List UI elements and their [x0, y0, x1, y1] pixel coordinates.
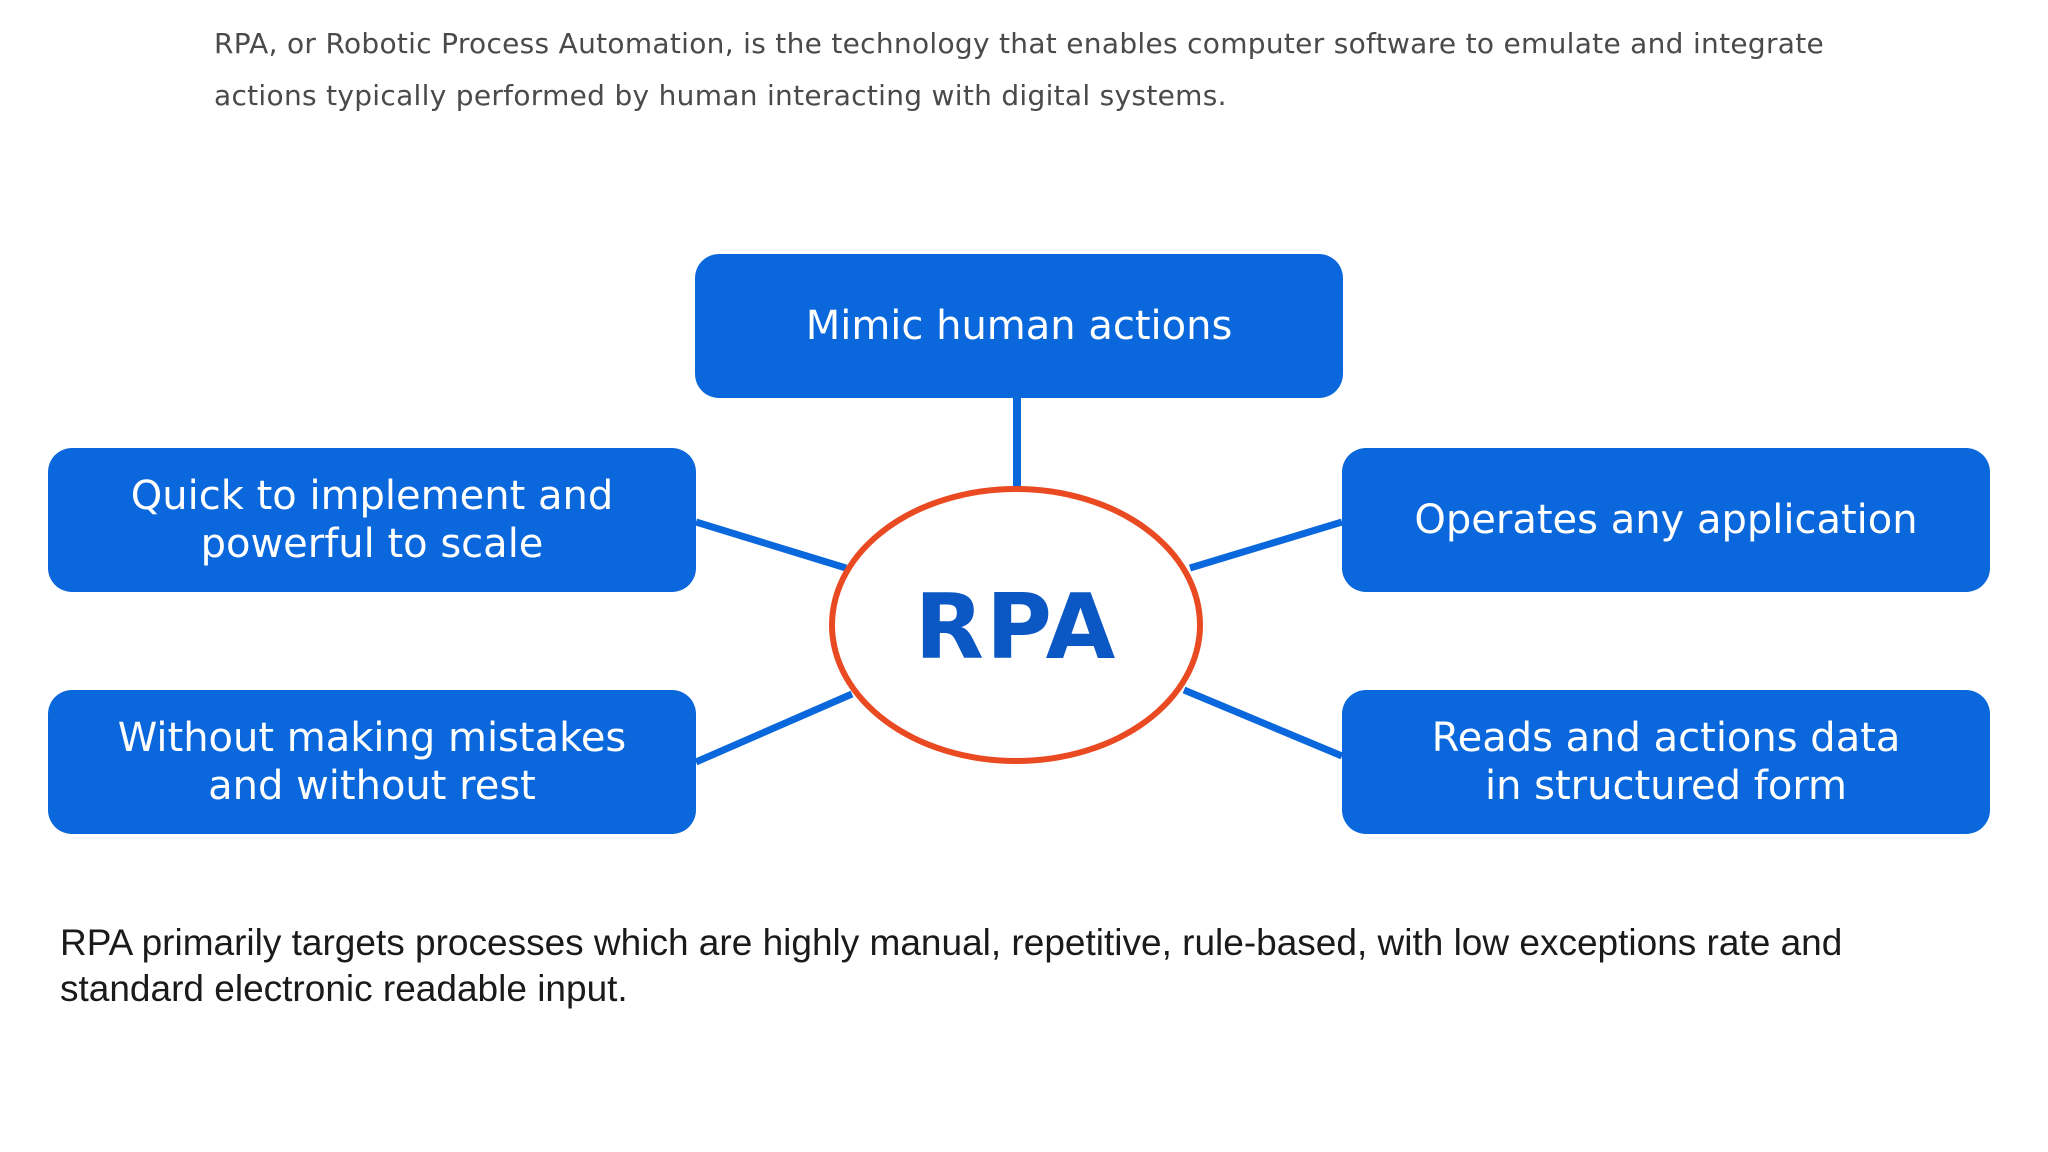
rpa-hub-circle: RPA	[829, 486, 1203, 764]
connector-right-top	[1188, 518, 1344, 572]
node-label-line: Mimic human actions	[805, 303, 1233, 349]
connector-left-bottom	[694, 690, 854, 766]
node-label-line: Quick to implement and	[130, 473, 614, 519]
node-mimic-human-actions: Mimic human actions	[695, 254, 1343, 398]
connector-right-bottom	[1182, 686, 1344, 760]
summary-paragraph: RPA primarily targets processes which ar…	[60, 922, 1843, 1009]
node-label-line: Reads and actions data	[1431, 715, 1901, 761]
node-label-line: Without making mistakes	[117, 715, 627, 761]
node-without-mistakes: Without making mistakes and without rest	[48, 690, 696, 834]
node-label-line: in structured form	[1484, 763, 1848, 809]
hub-label: RPA	[914, 574, 1118, 680]
node-label-line: powerful to scale	[200, 521, 544, 567]
node-quick-to-implement: Quick to implement and powerful to scale	[48, 448, 696, 592]
node-operates-any-application: Operates any application	[1342, 448, 1990, 592]
node-label-line: and without rest	[208, 763, 536, 809]
intro-paragraph: RPA, or Robotic Process Automation, is t…	[214, 27, 1825, 112]
connector-left-top	[694, 518, 848, 572]
node-label-line: Operates any application	[1414, 497, 1918, 543]
node-reads-and-actions-data: Reads and actions data in structured for…	[1342, 690, 1990, 834]
